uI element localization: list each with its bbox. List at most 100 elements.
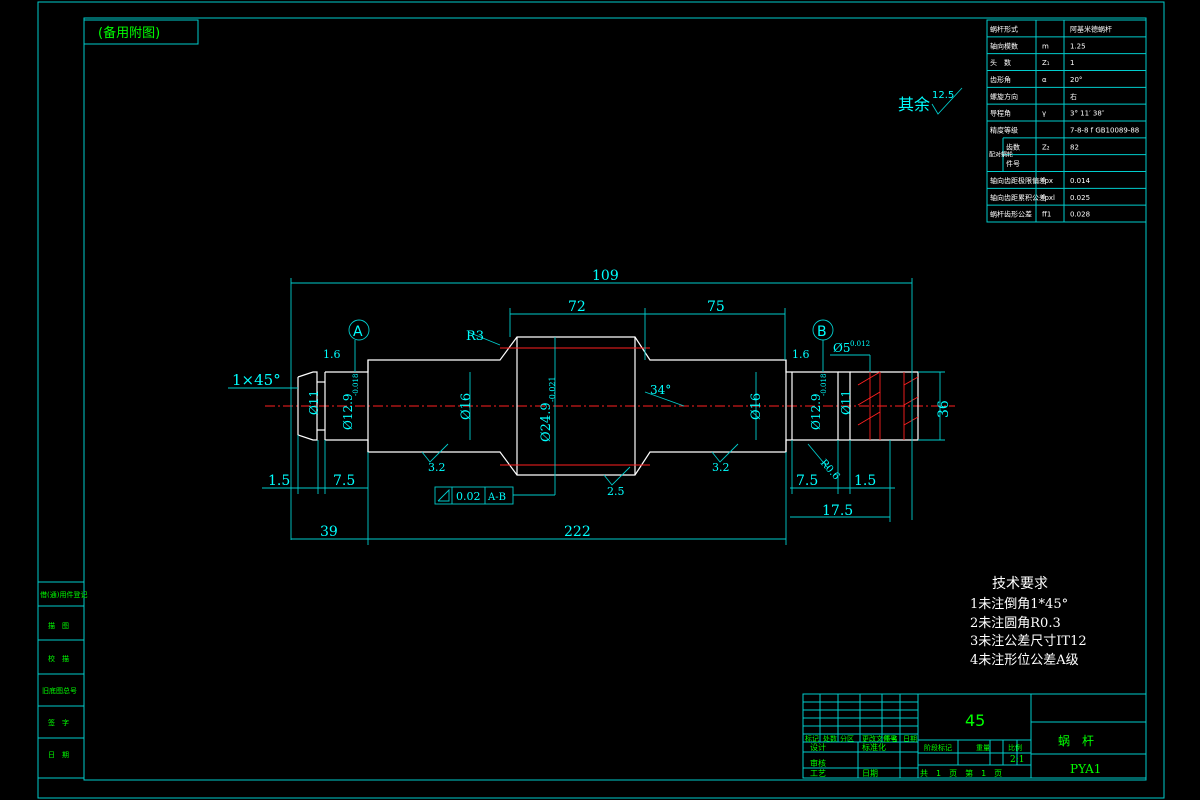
table-sym-10: fpxl: [1042, 194, 1055, 202]
role-check: 审核: [810, 758, 826, 768]
dim-dia5: Ø5: [833, 341, 850, 355]
dim-39: 39: [320, 524, 338, 540]
left-strip-4: 旧底图总号: [42, 686, 77, 695]
dim-1-5-left: 1.5: [268, 473, 290, 489]
part-name: 蜗 杆: [1058, 733, 1094, 748]
roughness-symbols: 3.2 2.5 3.2: [421, 443, 739, 498]
stage-scale: 比例: [1008, 743, 1022, 752]
table-param-4: 螺旋方向: [990, 92, 1018, 101]
table-param-8: 件号: [1006, 159, 1020, 168]
title-tag: (备用附图): [98, 25, 160, 41]
dim-r3: R3: [466, 329, 484, 344]
dim-109: 109: [592, 268, 619, 284]
title-block: 45 蜗 杆 PYA1 2:1 标记 处数 分区 更改文件号 签名 日期 设计 …: [802, 693, 1147, 779]
scale: 2:1: [1010, 755, 1024, 765]
table-param-11: 蜗杆齿形公差: [990, 210, 1032, 219]
dim-dia5-tol: 0.012: [850, 340, 870, 348]
hdr-sign: 签名: [884, 734, 898, 743]
dim-dia11-right: Ø11: [839, 390, 853, 415]
table-sym-1: m: [1042, 42, 1049, 50]
dim-dia12-left-tol: -0.018: [352, 374, 360, 396]
role-process: 工艺: [810, 769, 826, 778]
dim-dia12-left: Ø12.9: [341, 393, 355, 430]
datum-b: B: [812, 319, 834, 341]
rough-3-2-left: 3.2: [428, 461, 446, 474]
table-pair-label: 配对蜗轮: [989, 151, 1013, 159]
table-param-0: 蜗杆形式: [990, 24, 1018, 33]
gtol-value: 0.02: [456, 490, 481, 503]
table-param-9: 轴向齿距极限偏差: [990, 176, 1046, 185]
table-sym-3: α: [1042, 76, 1047, 84]
dim-1-6-right: 1.6: [792, 348, 810, 361]
dim-34deg: 34°: [650, 383, 671, 397]
role-design: 设计: [810, 742, 826, 752]
left-strip-2: 描 图: [48, 621, 69, 630]
svg-text:A: A: [353, 324, 363, 340]
inner-border: [83, 17, 1147, 781]
table-val-4: 右: [1070, 92, 1077, 101]
left-strip: 借(通)用件登记 描 图 校 描 旧底图总号 签 字 日 期: [37, 581, 87, 779]
dim-dia12-right: Ø12.9: [809, 393, 823, 430]
dim-dia16-right: Ø16: [749, 393, 764, 420]
table-val-3: 20°: [1070, 76, 1082, 84]
sheet-text: 共 1 页 第 1 页: [920, 768, 1002, 778]
roughness-note: 其余 12.5: [898, 87, 963, 115]
hdr-count: 处数: [823, 734, 837, 743]
dim-1-5-right: 1.5: [854, 473, 876, 489]
table-val-1: 1.25: [1070, 42, 1086, 50]
drawing-number: PYA1: [1070, 762, 1101, 776]
table-val-5: 3° 11′ 38″: [1070, 110, 1105, 118]
table-param-7: 齿数: [1006, 142, 1020, 151]
tech-requirements: 技术要求 1未注倒角1*45° 2未注圆角R0.3 3未注公差尺寸IT12 4未…: [970, 576, 1087, 668]
svg-text:B: B: [817, 324, 827, 340]
tech-req-item-3: 3未注公差尺寸IT12: [970, 634, 1087, 649]
tech-req-title: 技术要求: [992, 576, 1048, 592]
role-date: 日期: [862, 769, 878, 778]
table-param-1: 轴向模数: [990, 41, 1018, 50]
hdr-zone: 分区: [840, 734, 854, 743]
dimension-labels: 109 72 75 R3 34° 1×45° 1.6 1.6 Ø5 0.012 …: [232, 268, 952, 540]
dim-dia24: Ø24.9: [539, 402, 554, 442]
table-param-10: 轴向齿距累积公差: [990, 193, 1046, 202]
dim-75: 75: [707, 299, 725, 315]
role-std: 标准化: [862, 742, 886, 752]
left-strip-6: 日 期: [48, 751, 69, 759]
tech-req-item-2: 2未注圆角R0.3: [970, 616, 1061, 631]
table-val-10: 0.025: [1070, 194, 1090, 202]
roughness-value: 12.5: [932, 90, 954, 101]
table-val-0: 阿基米德蜗杆: [1070, 24, 1112, 33]
material: 45: [965, 711, 985, 730]
rough-3-2-right: 3.2: [712, 461, 730, 474]
hdr-change: 更改文件号: [862, 734, 897, 743]
table-sym-2: Z₁: [1042, 59, 1050, 67]
table-val-11: 0.028: [1070, 211, 1090, 219]
table-sym-7: Z₂: [1042, 143, 1050, 151]
stage-weight: 重量: [976, 744, 990, 752]
table-sym-9: fpx: [1042, 177, 1053, 185]
table-sym-11: ff1: [1042, 211, 1051, 219]
dim-7-5-right: 7.5: [796, 473, 818, 489]
table-val-6: 7-8-8 f GB10089-88: [1070, 126, 1139, 134]
table-param-6: 精度等级: [990, 125, 1018, 134]
dim-17-5: 17.5: [822, 503, 853, 519]
table-val-9: 0.014: [1070, 177, 1091, 185]
tech-req-item-4: 4未注形位公差A级: [970, 653, 1079, 668]
geometric-tolerance-frame: 0.02 A-B: [434, 475, 556, 505]
left-strip-1: 借(通)用件登记: [40, 590, 87, 599]
dim-222: 222: [564, 524, 591, 540]
dim-36: 36: [936, 400, 952, 418]
rough-2-5: 2.5: [607, 485, 625, 498]
left-strip-5: 签 字: [48, 718, 69, 727]
dimension-lines: [228, 278, 945, 545]
title-tag-box: [83, 19, 199, 45]
gtol-ref: A-B: [487, 492, 506, 503]
stage-mark: 阶段标记: [924, 743, 952, 752]
outer-border: [37, 1, 1165, 799]
dim-dia16-left: Ø16: [459, 393, 474, 420]
hdr-mark: 标记: [805, 734, 819, 743]
tech-req-item-1: 1未注倒角1*45°: [970, 597, 1068, 612]
roughness-label: 其余: [898, 95, 930, 114]
hdr-date: 日期: [903, 735, 917, 743]
table-val-2: 1: [1070, 59, 1074, 67]
